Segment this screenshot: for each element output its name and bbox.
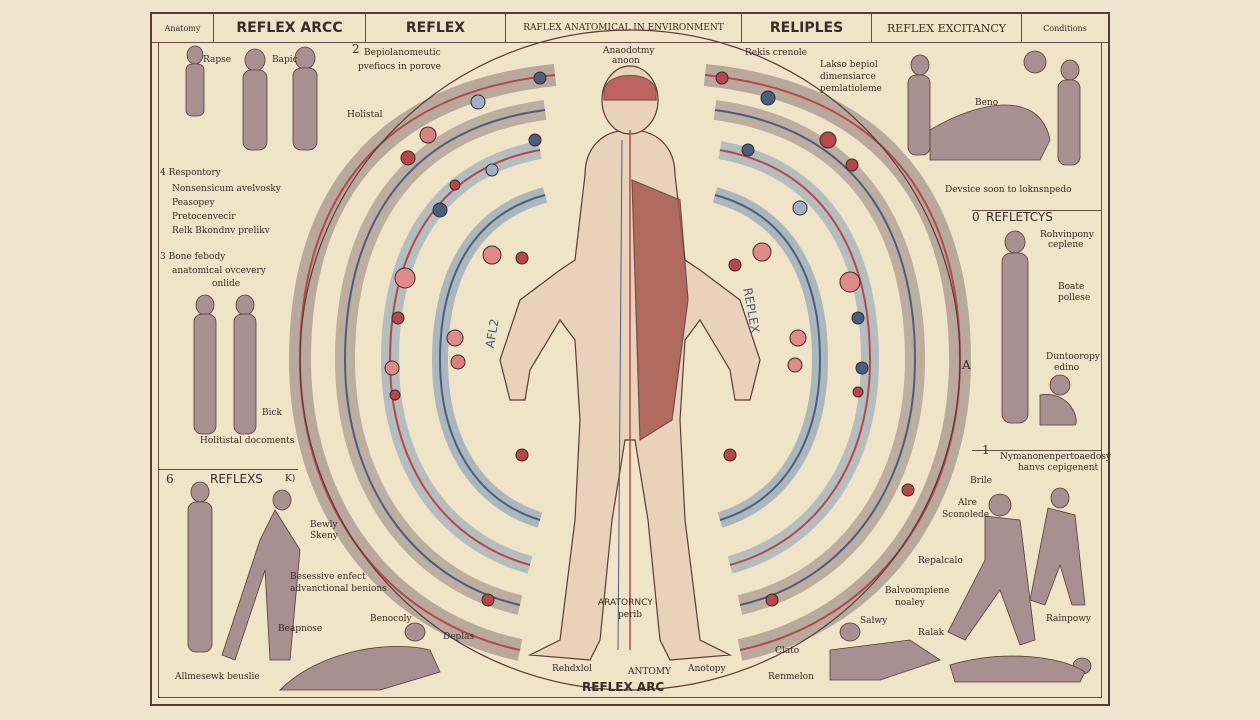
center-footer-title: REFLEX ARC xyxy=(582,680,665,694)
right-fig3-label-e: Balvoompiene xyxy=(885,586,950,596)
right-fig3-label-i: Ralak xyxy=(918,628,945,638)
right-fig2-label-d: edino xyxy=(1054,363,1080,373)
right-fig1-note-1: Lakso bepiol xyxy=(820,60,878,70)
left-fig3-label-b: Skeny xyxy=(310,531,338,541)
center-brain-label-2: anoon xyxy=(612,56,640,66)
left-fig3-note-2: advanctional benions xyxy=(290,584,387,594)
right-fig2-label-c: Duntooropy xyxy=(1046,352,1100,362)
right-fig2-tag: A xyxy=(962,358,971,372)
left-fig3-label-d: Benocoly xyxy=(370,614,412,624)
center-right-top-label: Rekis crenole xyxy=(745,48,808,58)
left-fig2-tag: Bick xyxy=(262,408,282,418)
right-fig3-label-b: Alre xyxy=(958,498,978,508)
right-fig3-label-g: Salwy xyxy=(860,616,888,626)
left-fig3-label-c: Beapnose xyxy=(278,624,323,634)
right-divider-bottom xyxy=(972,450,1102,451)
center-bottom-label-b: ANTOMY xyxy=(628,667,671,677)
right-fig3-label-j: Clato xyxy=(775,646,800,656)
left-fig3-label-e: Deplas xyxy=(443,632,475,642)
left-fig1-label-b: Bapic xyxy=(272,55,298,65)
left-fig2-caption: Holitistal docoments xyxy=(200,436,295,446)
right-fig1-caption: Devsice soon to loknsnpedo xyxy=(945,185,1072,195)
header-cell-reflex: REFLEX xyxy=(366,14,506,42)
right-fig1-tag: Beno xyxy=(975,98,999,108)
left-fig3-note-1: Besessive enfect xyxy=(290,572,366,582)
left-list-item-3: Pretocenvecir xyxy=(172,212,236,222)
right-fig2-label-b: pollese xyxy=(1058,293,1091,303)
right-fig3-label-c: Sconolede xyxy=(942,510,990,520)
left-fig3-label-a: Bewly xyxy=(310,520,338,530)
left-section3-sub2: onlide xyxy=(212,279,241,289)
inner-frame xyxy=(158,42,1102,698)
anatomy-figure xyxy=(499,65,761,661)
right-fig3-label-a: Brile xyxy=(970,476,992,486)
right-fig2-note-2: ceplene xyxy=(1048,240,1084,250)
left-section6-tag: K) xyxy=(285,474,296,484)
left-list-item-2: Peasopey xyxy=(172,198,215,208)
right-fig3-label-f: noaley xyxy=(895,598,925,608)
left-section6-num: 6 xyxy=(166,472,174,486)
right-section-num: 0 xyxy=(972,210,980,224)
left-section3-title: 3 Bone febody xyxy=(160,252,226,262)
left-fig3-caption: Allmesewk beuslie xyxy=(175,672,260,682)
right-fig2-note-1: Rohvinpony xyxy=(1040,230,1094,240)
center-brain-label: Anaodotmy xyxy=(603,46,655,56)
outer-ring xyxy=(299,29,961,691)
right-fig3-label-d: Repalcalo xyxy=(918,556,963,566)
right-fig3-label-h: Rainpowy xyxy=(1046,614,1091,624)
left-fig1-label-a: Rapse xyxy=(203,55,232,65)
center-anatomy-label: ARATORNCY xyxy=(598,598,653,608)
side-figures xyxy=(185,45,1092,691)
left-divider xyxy=(158,469,298,470)
center-bottom-label-a: Rehdxlol xyxy=(552,664,592,674)
left-section6-title: REFLEXS xyxy=(210,472,263,486)
right-section1-title: Nymanonenpertoaedosy xyxy=(1000,452,1111,462)
right-section1-sub: hanvs cepigenent xyxy=(1018,463,1099,473)
header-cell-reflex-arcc: REFLEX ARCC xyxy=(214,14,366,42)
center-note-top-left: Bepiolanomeutic xyxy=(364,48,441,58)
nerve-nodes xyxy=(384,71,915,607)
right-divider-top xyxy=(972,210,1102,211)
right-fig1-note-2: dimensiarce xyxy=(820,72,876,82)
left-list-item-1: Nonsensicum avelvosky xyxy=(172,184,281,194)
right-fig2-label-a: Boate xyxy=(1058,282,1085,292)
right-fig3-caption: Renmelon xyxy=(768,672,814,682)
right-section1-num: 1 xyxy=(982,443,990,457)
header-cell-excitancy: REFLEX EXCITANCY xyxy=(872,14,1022,42)
left-section3-sub: anatomical ovcevery xyxy=(172,266,266,276)
right-section-title: REFLETCYS xyxy=(986,210,1053,224)
left-list-item-4: Relk Bkondnv prelikv xyxy=(172,226,270,236)
header-cell-conditions: Conditions xyxy=(1043,23,1087,33)
center-anatomy-label-2: perib xyxy=(618,610,643,620)
header-cell-anatomy: Anatomy xyxy=(152,14,214,42)
header-cell-reliples: RELIPLES xyxy=(742,14,872,42)
header-cell-environment: RAFLEX ANATOMICAL IN ENVIRONMENT xyxy=(506,14,742,42)
center-note-top-left-2: pvefiocs in porove xyxy=(358,62,441,72)
center-note-num: 2 xyxy=(352,42,360,56)
left-fig1-caption: Holistal xyxy=(347,110,383,120)
right-fig1-note-3: pemlatioleme xyxy=(820,84,882,94)
center-bottom-label-c: Anotopy xyxy=(688,664,726,674)
left-list-title: 4 Respontory xyxy=(160,168,221,178)
